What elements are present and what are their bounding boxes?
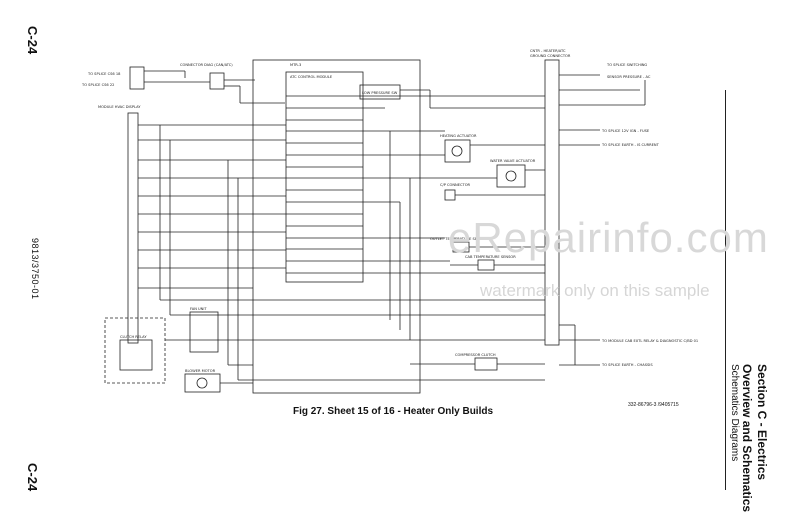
connector-tag-2: GROUND CONNECTOR [530, 54, 571, 58]
control-module-code: MTR-3 [290, 63, 301, 67]
to-splice-top-2-label: TO SPLICE CS6 22 [81, 83, 114, 87]
watermark-subtext: watermark only on this sample [480, 281, 710, 300]
low-pressure-sw-label: LOW PRESSURE SW [362, 91, 398, 95]
outlet-temp-sensor-label: OUTLET TEMPERATURE SENSOR [430, 237, 488, 241]
splice-earth-current-label: TO SPLICE EARTH - IS CURRENT [601, 143, 660, 147]
blower-motor [184, 373, 221, 393]
clutch-relay [119, 339, 153, 371]
to-splice-top-label: TO SPLICE CS6 18 [87, 72, 121, 76]
splice-fuse-label: TO SPLICE 12V IGN - FUSE [601, 129, 650, 133]
section-divider [725, 90, 726, 490]
hvac-display-label: MODULE HVAC DISPLAY [98, 105, 141, 109]
splice-earth-chassis-label: TO SPLICE EARTH - CHASSIS [601, 363, 653, 367]
fan-unit-label: FAN UNIT [190, 307, 207, 311]
atc-control-module [285, 71, 364, 283]
heater-connector [544, 59, 560, 346]
splice-module-label: TO MODULE CAB EXTL RELAY & DIAGNOSTIC C/… [601, 339, 698, 343]
hvac-display-connector [127, 112, 139, 344]
cp-connector [444, 189, 456, 201]
heating-actuator-label: HEATING ACTUATOR [440, 134, 477, 138]
watermark-text: eRepairinfo.com [448, 214, 769, 261]
cp-connector-label: C/P CONNECTOR [440, 183, 471, 187]
connector-tag: CNTR - HEATER/ATC [530, 49, 566, 53]
water-valve-actuator-label: WATER VALVE ACTUATOR [490, 159, 536, 163]
splice-switch-label: TO SPLICE SWITCHING [606, 63, 647, 67]
harness-outline [252, 59, 421, 394]
heating-actuator [444, 139, 471, 163]
compressor-clutch [474, 357, 498, 371]
water-valve-actuator [496, 164, 526, 188]
clutch-relay-label: CLUTCH RELAY [120, 335, 147, 339]
blower-motor-label: BLOWER MOTOR [185, 369, 216, 373]
compressor-clutch-label: COMPRESSOR CLUTCH [455, 353, 496, 357]
connector-diag-label: CONNECTOR DIAG (CAN/ATC) [180, 63, 233, 67]
splice-connector-top-left [129, 66, 145, 90]
figure-caption: Fig 27. Sheet 15 of 16 - Heater Only Bui… [292, 406, 494, 417]
diag-connector [209, 72, 225, 90]
drawing-reference: 332-86796-3 /9405715 [628, 402, 679, 408]
sensor-pressure-label: SENSOR PRESSURE - AC [607, 75, 651, 79]
cab-temp-sensor-label: CAB TEMPERATURE SENSOR [465, 255, 516, 259]
fan-unit [189, 311, 219, 353]
control-module-label: ATC CONTROL MODULE [290, 75, 333, 79]
low-pressure-switch [359, 84, 401, 100]
